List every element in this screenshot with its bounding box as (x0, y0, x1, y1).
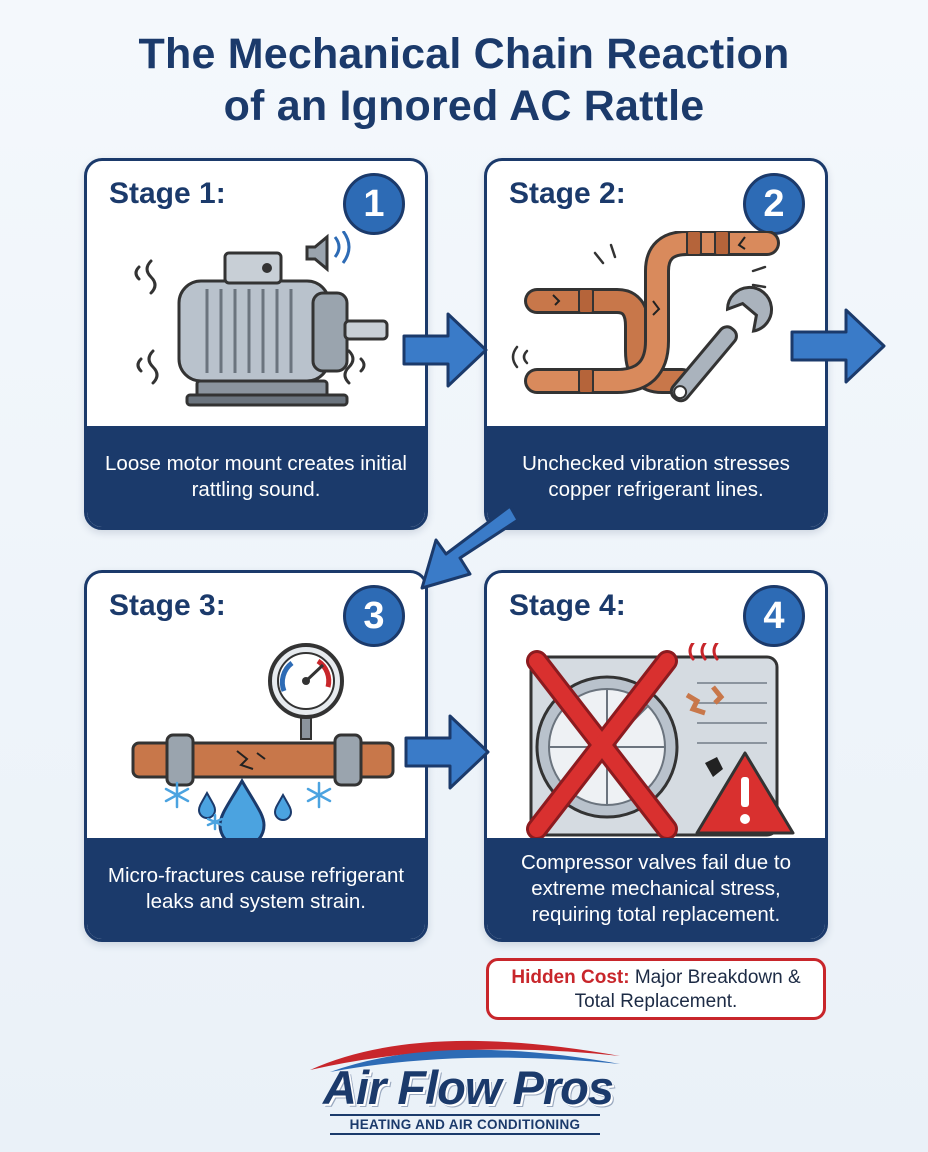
warning-triangle-icon (695, 751, 795, 835)
water-drop-icon (197, 778, 293, 839)
logo-swoosh (310, 1040, 620, 1072)
pressure-gauge-icon (268, 643, 344, 740)
stage-2-caption: Unchecked vibration stresses copper refr… (487, 426, 825, 527)
arrow-right-icon (402, 312, 488, 388)
copper-pipe-icon (511, 231, 780, 403)
stage-3-number-badge: 3 (343, 585, 405, 647)
stage-1-number-badge: 1 (343, 173, 405, 235)
title-line-2: of an Ignored AC Rattle (223, 82, 705, 130)
stage-3-caption: Micro-fractures cause refrigerant leaks … (87, 838, 425, 939)
stage-3-card: Stage 3: 3 Micro-fractures ca (84, 570, 428, 942)
hidden-cost-key: Hidden Cost: (511, 967, 630, 988)
stage-1-caption: Loose motor mount creates initial rattli… (87, 426, 425, 527)
logo-brand: Air Flow Pros (323, 1061, 614, 1114)
title-line-1: The Mechanical Chain Reaction (138, 30, 790, 78)
stage-2-card: Stage 2: 2 Unchecked vibration stresses … (484, 158, 828, 530)
snowflake-icon (164, 781, 332, 831)
stage-4-number-badge: 4 (743, 585, 805, 647)
arrow-right-icon (790, 308, 886, 384)
logo-tagline: HEATING AND AIR CONDITIONING (330, 1114, 600, 1135)
hidden-cost-box: Hidden Cost: Major Breakdown & Total Rep… (486, 958, 826, 1020)
wrench-icon (669, 285, 773, 403)
stage-4-card: Stage 4: 4 (484, 570, 828, 942)
stage-4-label: Stage 4: (509, 589, 626, 622)
stage-2-label: Stage 2: (509, 177, 626, 210)
stage-1-label: Stage 1: (109, 177, 226, 210)
arrow-right-icon (404, 714, 490, 790)
stage-1-card: Stage 1: 1 Loose motor mo (84, 158, 428, 530)
motor-icon (134, 231, 389, 407)
page-title: The Mechanical Chain Reaction of an Igno… (0, 28, 928, 132)
speaker-icon (305, 231, 351, 273)
hidden-cost-text: Major Breakdown & Total Replacement. (574, 967, 801, 1012)
stage-4-caption: Compressor valves fail due to extreme me… (487, 838, 825, 939)
smoke-icon (688, 643, 719, 661)
red-x-icon (526, 650, 678, 839)
arrow-diagonal-icon (420, 504, 520, 590)
stage-3-label: Stage 3: (109, 589, 226, 622)
stage-2-number-badge: 2 (743, 173, 805, 235)
company-logo: Air Flow Pros HEATING AND AIR CONDITIONI… (290, 1030, 640, 1140)
